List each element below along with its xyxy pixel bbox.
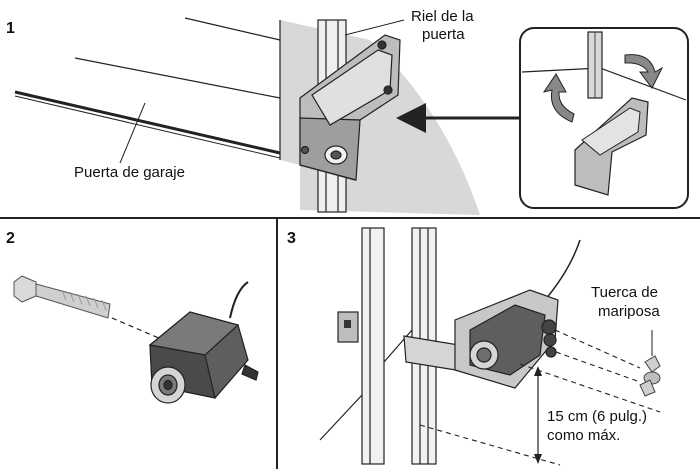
panel-3-number: 3 [287,230,296,247]
guide-line-2 [555,351,641,383]
garage-door [14,17,281,160]
rail-label-line-1: Riel de la [411,8,474,25]
sensor-wire-3 [544,239,581,301]
bracket [299,34,401,181]
wing-nut-icon [639,355,661,397]
panel-3 [319,227,661,466]
rotate-arrow-icon [624,54,664,89]
panel-2-number: 2 [6,230,15,247]
distance-arrow [534,366,542,464]
nut-label-line-1: Tuerca de [591,284,658,301]
panel-dividers [0,217,700,469]
bolt [13,275,111,319]
door-label: Puerta de garaje [74,164,185,181]
sensor-wire [229,281,249,319]
rail-label-line-2: puerta [422,26,465,43]
guide-line-3 [519,363,661,413]
guide-line-1 [554,329,641,369]
rail-leader [344,19,405,36]
panel-1 [14,17,689,215]
door-leader [119,102,146,164]
nut-label-line-2: mariposa [598,303,660,320]
distance-label-line-1: 15 cm (6 pulg.) [547,408,648,425]
rotate-arrow-icon-left [542,73,575,123]
panel-2 [13,275,259,404]
panel-1-number: 1 [6,20,15,37]
inset-detail [519,27,689,209]
safety-sensor [148,311,259,404]
distance-label-line-2: como máx. [547,427,621,444]
wall-tab-hole [344,320,351,328]
mounted-sensor [454,289,559,389]
